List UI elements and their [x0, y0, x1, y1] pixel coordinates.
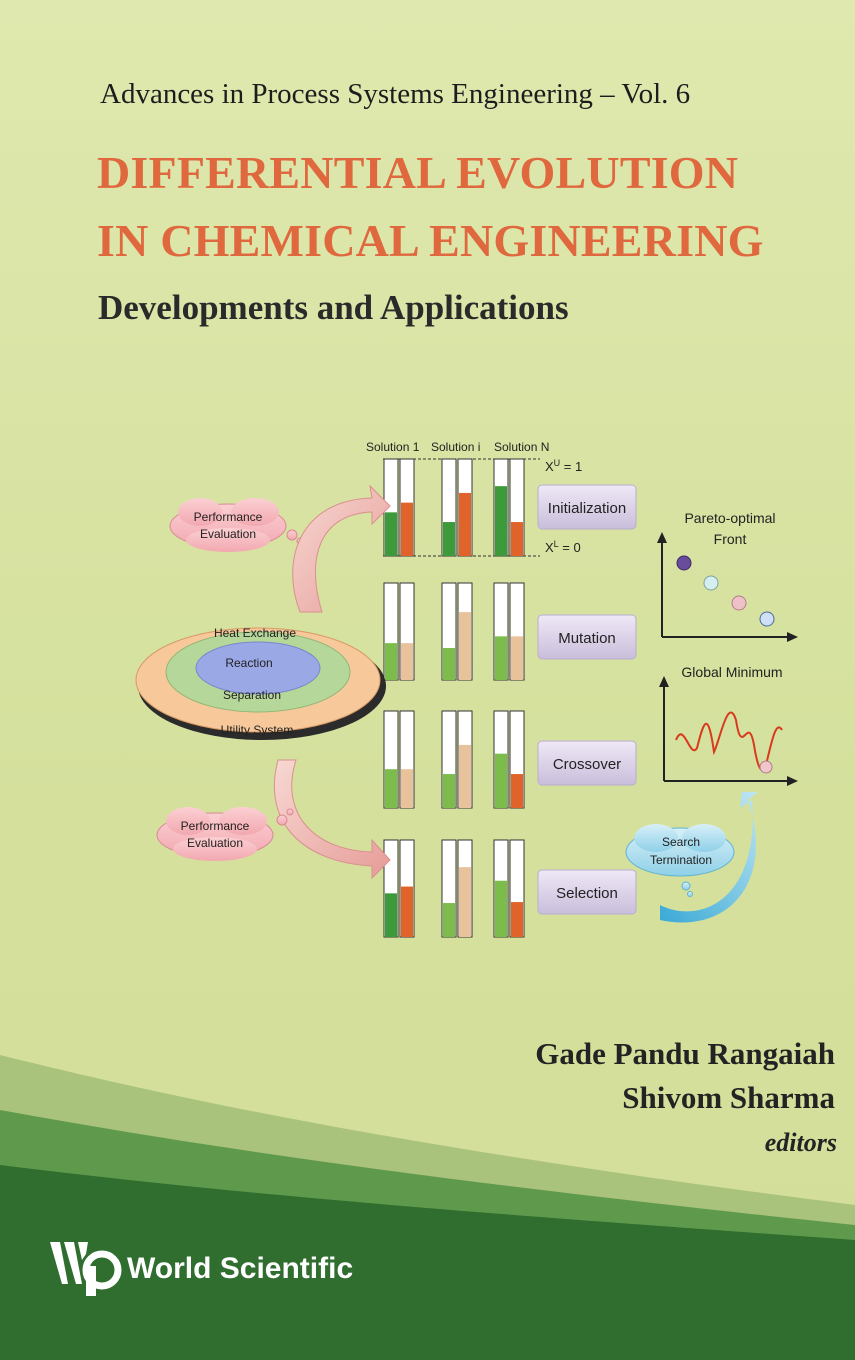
bar-fill — [385, 643, 397, 680]
editor-name-2: Shivom Sharma — [622, 1080, 835, 1115]
solution-header-1: Solution 1 — [366, 440, 420, 454]
publisher-name: World Scientific — [127, 1252, 354, 1285]
bar-fill — [511, 902, 523, 937]
svg-text:Search: Search — [662, 835, 700, 849]
bar-fill — [495, 636, 507, 680]
performance-evaluation-cloud-top: Performance Evaluation — [169, 498, 304, 552]
book-title-line-1: DIFFERENTIAL EVOLUTION — [97, 147, 739, 198]
svg-text:Pareto-optimal: Pareto-optimal — [684, 510, 775, 526]
step-mutation: Mutation — [537, 614, 637, 660]
editors-label: editors — [764, 1128, 837, 1157]
bar-fill — [511, 522, 523, 556]
bar-fill — [495, 880, 507, 937]
lower-bound-label: XL = 0 — [545, 539, 581, 555]
search-termination-cloud: Search Termination — [625, 792, 758, 923]
bar-fill — [443, 774, 455, 808]
bar-fill — [459, 492, 471, 556]
editor-name-1: Gade Pandu Rangaiah — [535, 1036, 835, 1071]
bar-fill — [385, 769, 397, 808]
step-selection: Selection — [537, 869, 637, 915]
svg-text:Selection: Selection — [556, 885, 618, 902]
performance-evaluation-cloud-bottom: Performance Evaluation — [156, 807, 294, 861]
bar-fill — [511, 636, 523, 680]
svg-text:Crossover: Crossover — [553, 756, 621, 773]
svg-text:Termination: Termination — [650, 853, 712, 867]
solution-header-n: Solution N — [494, 440, 549, 454]
svg-text:Global Minimum: Global Minimum — [681, 664, 782, 680]
book-title-line-2: IN CHEMICAL ENGINEERING — [97, 215, 764, 266]
blue-return-arrow — [660, 792, 758, 923]
svg-text:Heat Exchange: Heat Exchange — [214, 626, 296, 640]
bar-fill — [443, 522, 455, 556]
svg-text:Evaluation: Evaluation — [187, 836, 243, 850]
bar-fill — [511, 774, 523, 808]
pareto-front-plot: Pareto-optimal Front — [657, 510, 798, 642]
svg-text:Performance: Performance — [181, 819, 250, 833]
bar-fill — [385, 893, 397, 937]
step-initialization: Initialization — [537, 484, 637, 530]
bar-fill — [495, 486, 507, 556]
process-layers-diagram: Heat Exchange Reaction Separation Utilit… — [135, 626, 386, 740]
book-subtitle: Developments and Applications — [98, 288, 569, 327]
svg-text:Separation: Separation — [223, 688, 281, 702]
step-crossover: Crossover — [537, 740, 637, 786]
svg-text:Reaction: Reaction — [225, 656, 272, 670]
bar-fill — [385, 512, 397, 556]
arrow-to-initialization — [292, 484, 391, 613]
global-minimum-plot: Global Minimum — [659, 664, 798, 786]
bar-fill — [459, 867, 471, 937]
series-title: Advances in Process Systems Engineering … — [100, 78, 691, 110]
bar-fill — [401, 643, 413, 680]
world-scientific-logo-icon — [50, 1242, 122, 1296]
bar-fill — [401, 769, 413, 808]
svg-text:Performance: Performance — [194, 510, 263, 524]
solution-header-i: Solution i — [431, 440, 480, 454]
svg-text:Front: Front — [714, 531, 747, 547]
svg-text:Utility System: Utility System — [221, 723, 294, 737]
arrow-to-selection — [273, 759, 391, 880]
bar-fill — [401, 502, 413, 556]
upper-bound-label: XU = 1 — [545, 458, 582, 474]
bar-fill — [401, 886, 413, 937]
svg-text:Mutation: Mutation — [558, 630, 616, 647]
solution-bars — [383, 458, 525, 938]
bar-fill — [459, 744, 471, 808]
bar-fill — [459, 612, 471, 680]
bar-fill — [443, 647, 455, 680]
svg-text:Evaluation: Evaluation — [200, 527, 256, 541]
svg-text:Initialization: Initialization — [548, 500, 626, 517]
bar-fill — [495, 753, 507, 808]
bar-fill — [443, 903, 455, 937]
